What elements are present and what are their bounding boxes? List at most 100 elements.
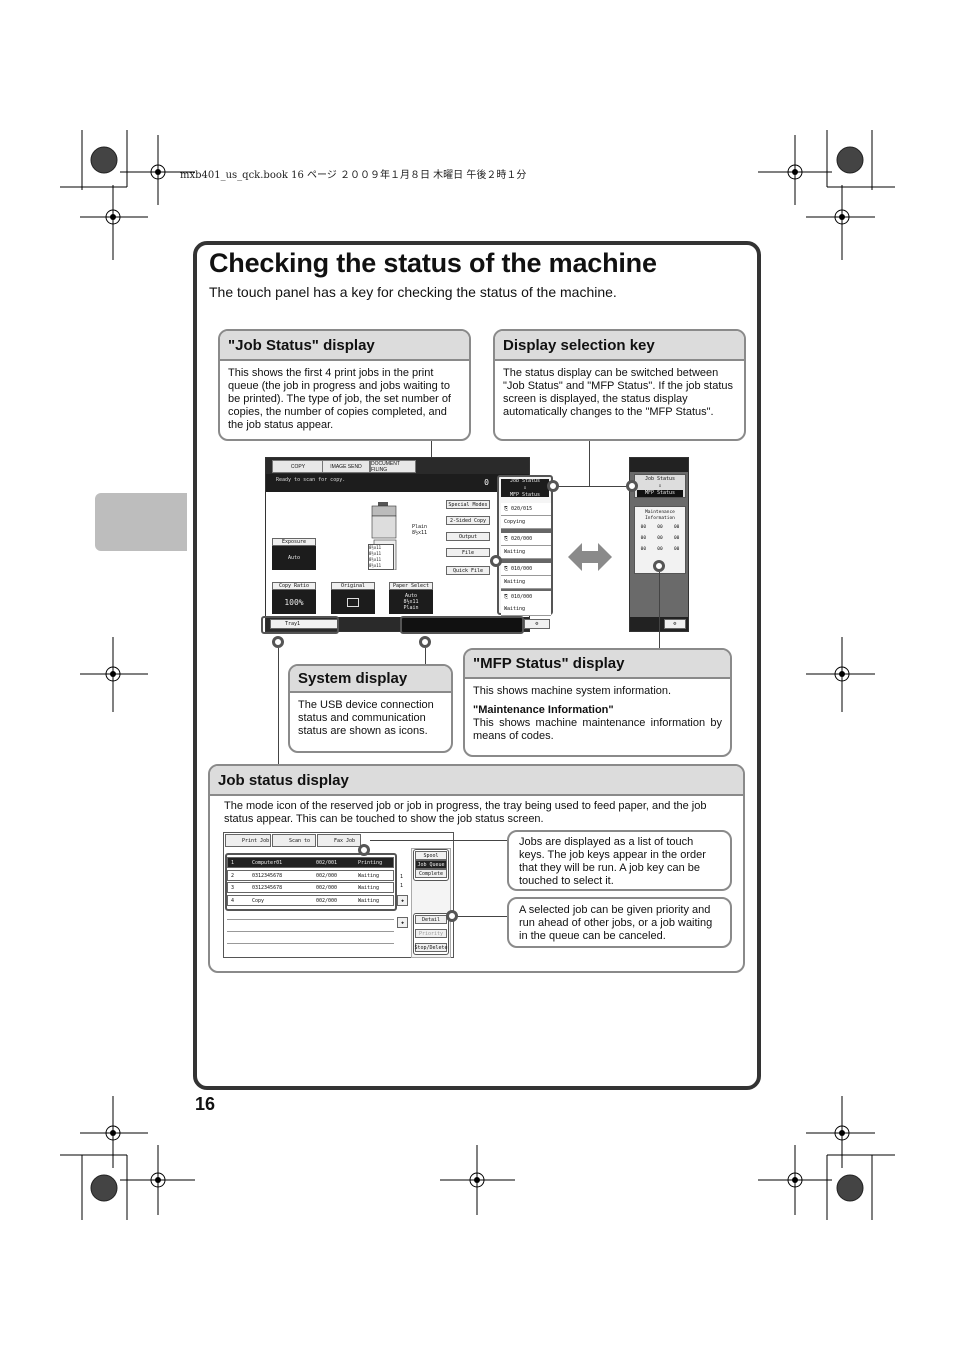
job-name: 0312345678 xyxy=(252,884,283,891)
page-indicator: 1 xyxy=(400,874,404,880)
job-status: Waiting xyxy=(358,897,380,904)
job-row[interactable]: 3 0312345678 002/000 Waiting xyxy=(227,882,394,893)
code: 00 xyxy=(640,547,647,552)
code: 00 xyxy=(657,536,663,541)
mfp-display-selection-key[interactable]: Job Status ⇕ MFP Status xyxy=(634,474,686,498)
job-row[interactable]: 4 Copy 002/000 Waiting xyxy=(227,895,394,906)
pointer-dot xyxy=(653,560,665,572)
tray-row: 8½x11 xyxy=(369,557,382,562)
double-arrow-icon xyxy=(568,543,612,571)
pointer-dot xyxy=(272,636,284,648)
status-row-state: Copying xyxy=(501,516,551,529)
job-name: Computer01 xyxy=(252,859,283,866)
detail-key[interactable]: Detail xyxy=(415,915,447,924)
paper-select-value: 8½x11 xyxy=(403,599,419,605)
mfp-status-panel: Job Status ⇕ MFP Status Maintenance Info… xyxy=(629,457,689,632)
section-heading: Job status display xyxy=(210,766,743,796)
complete-key[interactable]: Complete xyxy=(415,869,447,878)
priority-key[interactable]: Priority xyxy=(415,929,447,938)
job-row[interactable]: 2 0312345678 002/000 Waiting xyxy=(227,870,394,881)
job-status-label: Job Status xyxy=(644,475,676,482)
file-key[interactable]: File xyxy=(446,548,490,557)
two-sided-copy-key[interactable]: 2-Sided Copy xyxy=(446,516,490,525)
job-num: 2 xyxy=(231,872,235,879)
mfp-status-display-callout: "MFP Status" display This shows machine … xyxy=(463,648,732,757)
copy-ratio-label: Copy Ratio xyxy=(272,582,316,590)
pointer-dot xyxy=(358,844,370,856)
quick-file-key[interactable]: Quick File xyxy=(446,566,490,575)
panel-message: Ready to scan for copy. xyxy=(276,477,346,483)
maintenance-codes: 00 00 00 00 00 00 00 00 00 xyxy=(635,525,685,553)
maintenance-title: Maintenance xyxy=(645,510,675,515)
tab-fax-job[interactable]: Fax Job xyxy=(317,834,361,847)
code: 00 xyxy=(640,536,647,541)
tab-scan-to[interactable]: Scan to xyxy=(272,834,316,847)
original-label: Original xyxy=(331,582,375,590)
exposure-label: Exposure xyxy=(272,538,316,546)
status-row[interactable]: ⎘ 010/000 xyxy=(501,563,551,576)
system-display-highlight xyxy=(261,616,339,634)
stop-delete-key[interactable]: Stop/Delete xyxy=(414,943,448,952)
job-keys-note: Jobs are displayed as a list of touch ke… xyxy=(507,830,732,891)
paper-type-label: Plain xyxy=(412,524,428,530)
system-settings-key[interactable]: ⚙ xyxy=(524,619,550,629)
job-mode-icon: ⎘ xyxy=(504,566,512,572)
job-name: 0312345678 xyxy=(252,872,283,879)
code: 00 xyxy=(657,525,663,530)
job-status: Waiting xyxy=(358,884,380,891)
page-number: 16 xyxy=(195,1094,216,1114)
display-selection-key[interactable]: Job Status ⇕ MFP Status xyxy=(501,478,549,498)
scroll-down-button[interactable]: ✚ xyxy=(397,895,408,906)
job-row[interactable]: 1 Computer01 002/001 Printing xyxy=(227,857,394,868)
spool-key[interactable]: Spool xyxy=(415,851,447,860)
pointer-dot xyxy=(547,480,559,492)
copy-count: 0 xyxy=(484,478,489,487)
job-name: Copy xyxy=(252,897,265,904)
job-status-display-callout: "Job Status" display This shows the firs… xyxy=(218,329,471,441)
status-row[interactable]: ⎘ 020/015 xyxy=(501,503,551,516)
output-key[interactable]: Output xyxy=(446,532,490,541)
original-icon xyxy=(347,597,359,607)
tray-row: 8½x11 xyxy=(369,545,382,550)
status-row-state: Waiting xyxy=(501,546,551,559)
paper-select-value: Plain xyxy=(403,605,419,611)
pointer-dot xyxy=(490,555,502,567)
job-num: 3 xyxy=(231,884,235,891)
job-status-column[interactable]: Job Status ⇕ MFP Status ⎘ 020/015 Copyin… xyxy=(497,475,553,616)
section-body: The mode icon of the reserved job or job… xyxy=(224,800,707,825)
tab-print-job[interactable]: Print Job xyxy=(225,834,271,847)
maintenance-info-box: Maintenance Information 00 00 00 00 00 0… xyxy=(634,506,686,574)
code: 00 xyxy=(657,547,663,552)
callout-body: The status display can be switched betwe… xyxy=(503,367,734,418)
status-row-state: Waiting xyxy=(501,576,551,589)
callout-heading: "MFP Status" display xyxy=(465,650,730,679)
special-modes-key[interactable]: Special Modes xyxy=(446,500,490,509)
callout-subbody: This shows machine maintenance informati… xyxy=(473,717,722,742)
tray-row: 8½x11 xyxy=(369,563,382,568)
tab-document-filing[interactable]: DOCUMENT FILING xyxy=(370,460,416,473)
status-count: 020/015 xyxy=(511,506,533,512)
system-settings-key[interactable]: ⚙ xyxy=(664,619,686,629)
job-action-keys: Detail Priority Stop/Delete xyxy=(413,913,449,955)
tab-image-send[interactable]: IMAGE SEND xyxy=(322,460,370,473)
copy-ratio-key[interactable]: 100% xyxy=(272,590,316,614)
job-list-screenshot: Print Job Scan to Fax Job 1 Computer01 0… xyxy=(223,832,454,958)
note-text: A selected job can be given priority and… xyxy=(519,904,713,942)
scroll-up-button[interactable]: ✚ xyxy=(397,917,408,928)
original-key[interactable] xyxy=(331,590,375,614)
job-count: 002/001 xyxy=(316,859,338,866)
tab-copy[interactable]: COPY xyxy=(272,460,324,473)
print-header: mxb401_us_qck.book 16 ページ ２００９年１月８日 木曜日 … xyxy=(180,170,527,181)
status-row[interactable]: ⎘ 020/000 xyxy=(501,533,551,546)
job-count: 002/000 xyxy=(316,872,338,879)
page-title: Checking the status of the machine xyxy=(209,248,657,278)
pointer-dot xyxy=(419,636,431,648)
status-count: 010/000 xyxy=(511,594,533,600)
job-queue-key[interactable]: Job Queue xyxy=(415,860,447,869)
swap-arrows-icon: ⇕ xyxy=(658,482,662,489)
callout-subheading: "Maintenance Information" xyxy=(473,704,614,716)
exposure-key[interactable]: Auto xyxy=(272,546,316,570)
paper-select-key[interactable]: Auto 8½x11 Plain xyxy=(389,590,433,614)
paper-select-label: Paper Select xyxy=(389,582,433,590)
